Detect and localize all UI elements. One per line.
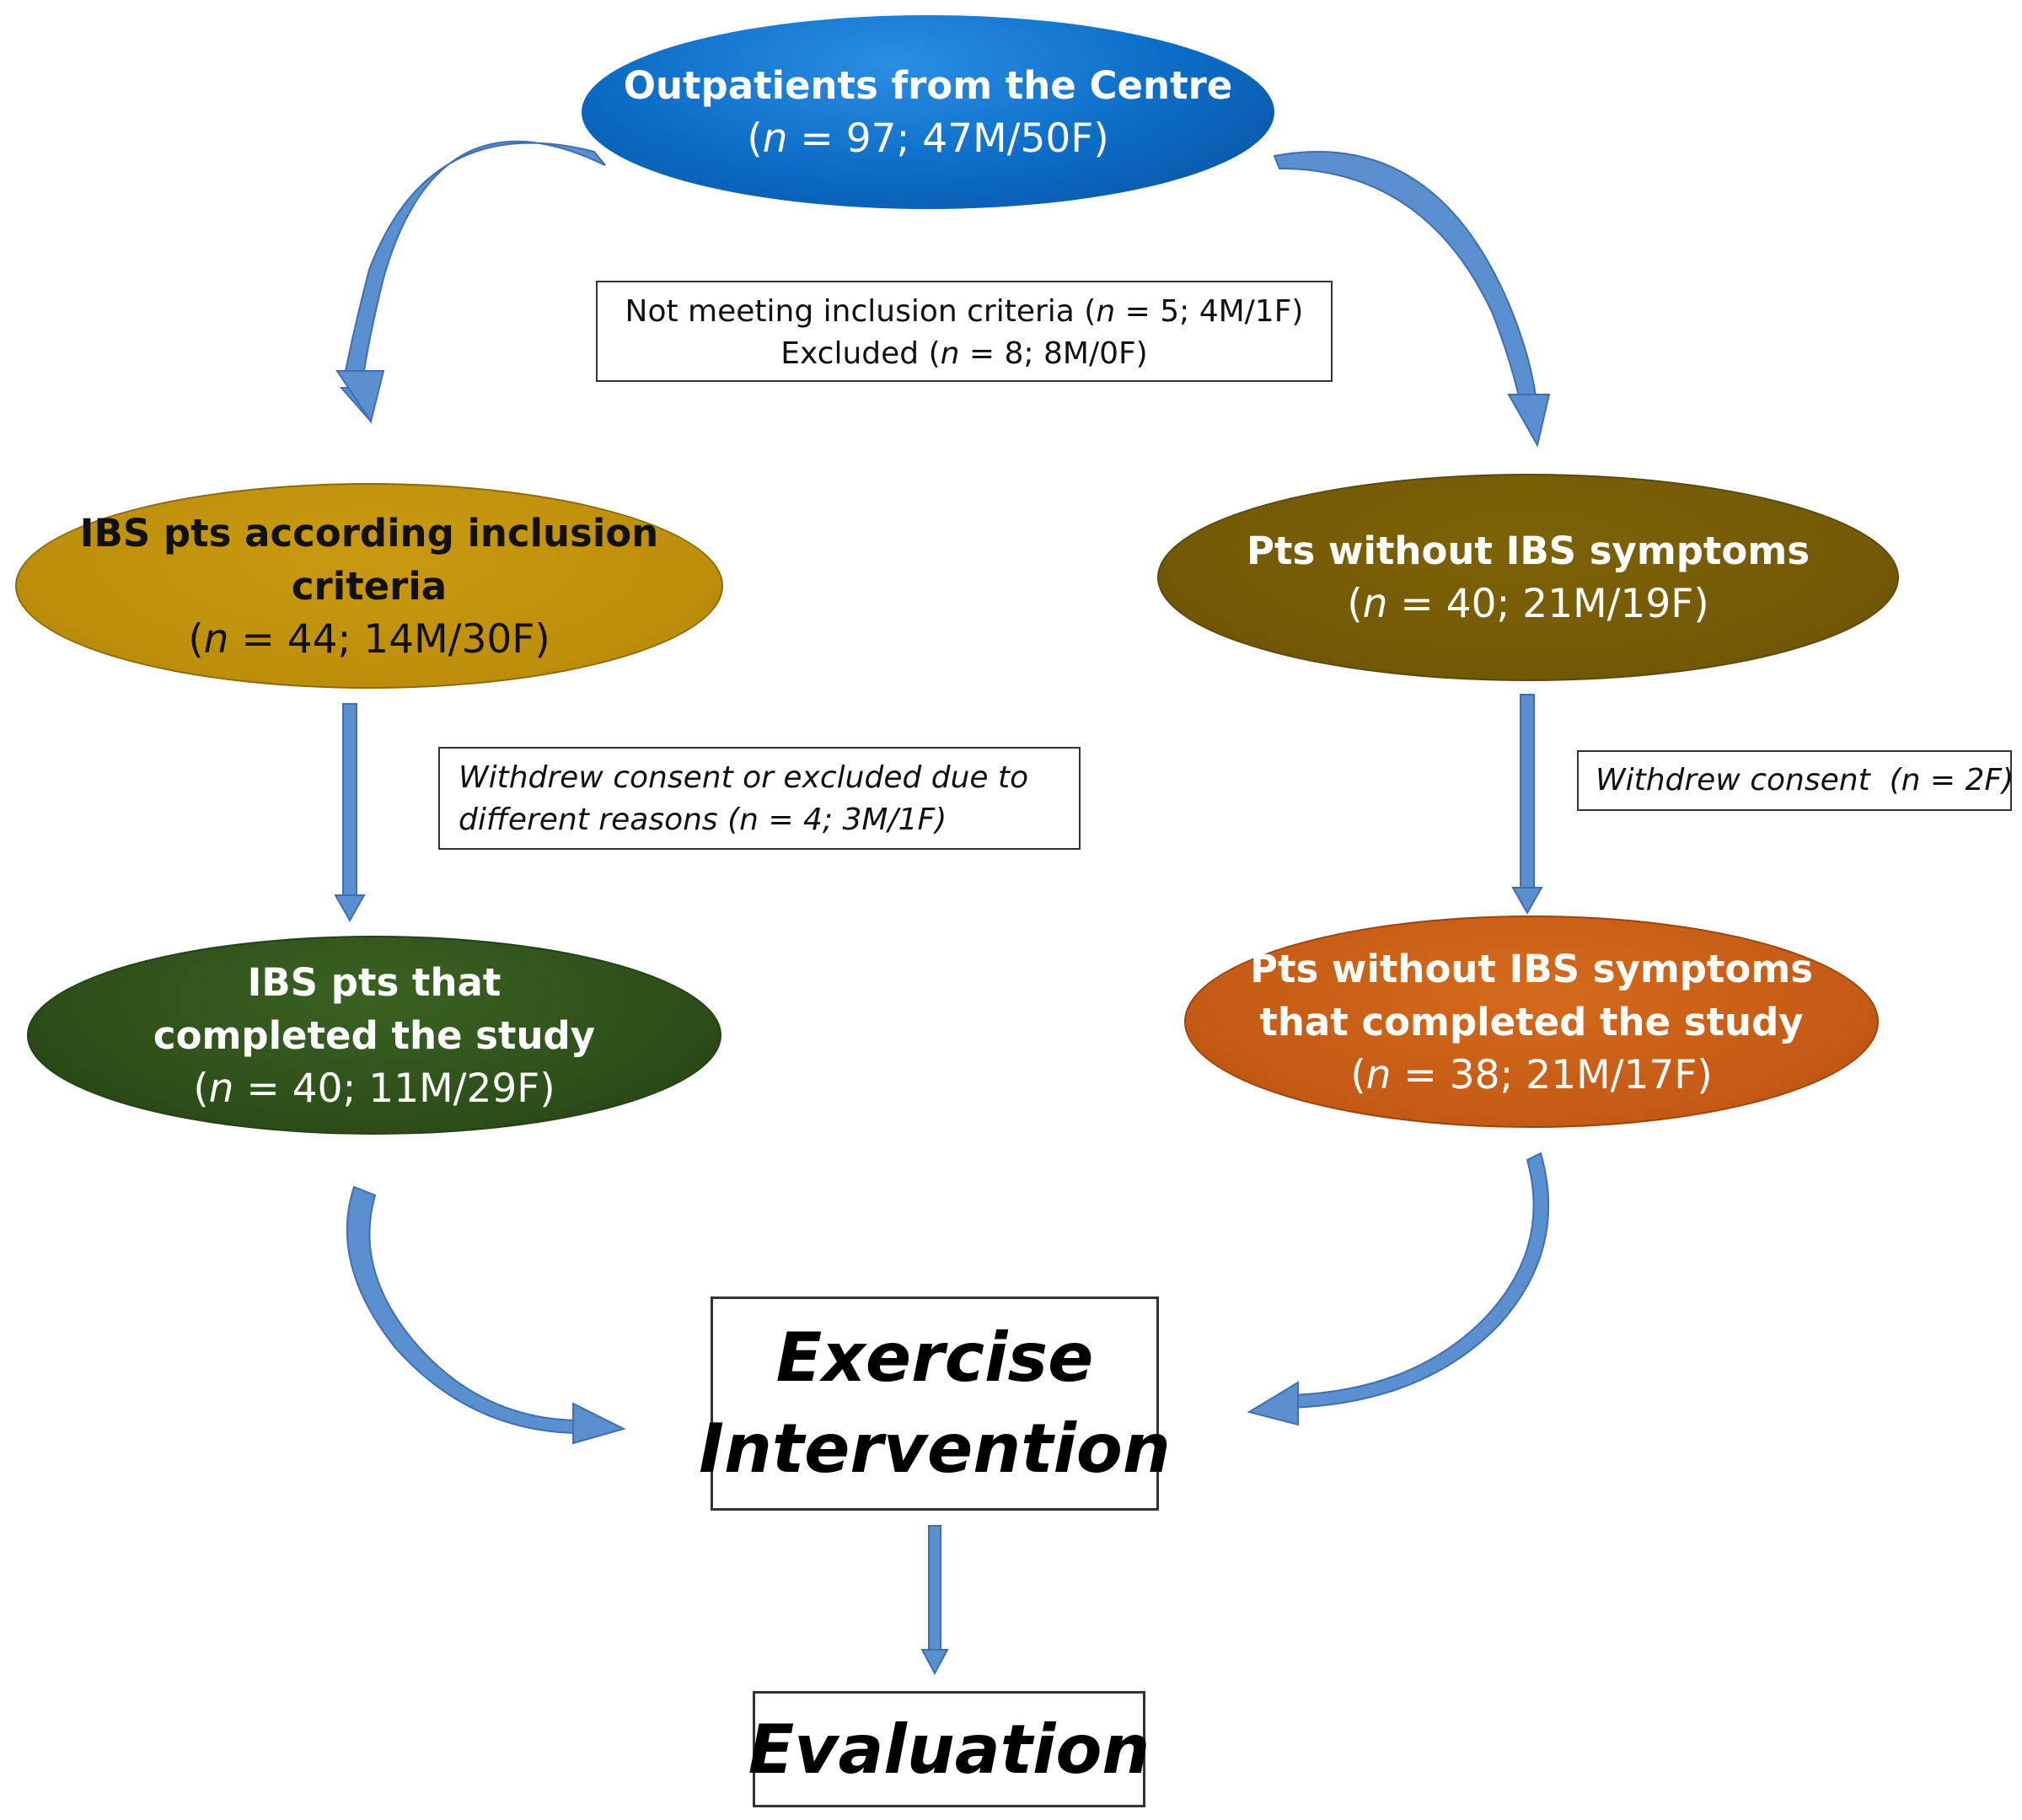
node-title: Outpatients from the Centre [623, 63, 1233, 108]
n-variable: n [208, 1065, 234, 1112]
n-variable: n [940, 336, 960, 371]
node-count: (n = 38; 21M/17F) [1350, 1049, 1712, 1102]
withdrew-box-left: Withdrew consent or excluded due to diff… [438, 747, 1081, 850]
count-value: = 44; 14M/30F) [228, 615, 550, 663]
node-outpatients: Outpatients from the Centre (n = 97; 47M… [582, 15, 1274, 209]
evaluation-box: Evaluation [748, 1691, 1150, 1807]
n-variable: n [1362, 581, 1388, 627]
exclusion-line-1: Not meeting inclusion criteria (n = 5; 4… [598, 291, 1331, 333]
node-title: Pts without IBS symptoms [1246, 529, 1810, 573]
count-value: = 40; 21M/19F) [1387, 581, 1709, 627]
count-value: = 97; 47M/50F) [787, 115, 1109, 162]
exclusion-line-2: Excluded (n = 8; 8M/0F) [598, 333, 1331, 375]
node-count: (n = 97; 47M/50F) [747, 112, 1108, 165]
node-no-ibs: Pts without IBS symptoms (n = 40; 21M/19… [1157, 474, 1899, 681]
exercise-intervention-box: Exercise Intervention [699, 1297, 1171, 1511]
withdrew-right-text: Withdrew consent (n = 2F) [1596, 763, 2014, 797]
node-count: (n = 40; 11M/29F) [193, 1062, 555, 1115]
count-value: = 40; 11M/29F) [233, 1065, 555, 1112]
node-count: (n = 44; 14M/30F) [188, 613, 550, 666]
paren-open: ( [188, 615, 204, 663]
node-title-line1: Pts without IBS symptoms [1249, 946, 1814, 991]
node-title-line2: that completed the study [1259, 999, 1804, 1044]
curved-arrow-ibs-completed-to-exercise [346, 1185, 626, 1445]
down-arrow-ibs-to-completed [334, 703, 366, 923]
n-variable: n [762, 115, 788, 162]
n-variable: n [203, 615, 229, 663]
paren-open: ( [747, 115, 763, 162]
curved-arrow-outpatients-to-no-ibs [1273, 151, 1551, 448]
node-title-line1: IBS pts that [247, 959, 501, 1005]
paren-open: ( [1350, 1051, 1366, 1098]
exercise-line-2: Intervention [699, 1409, 1171, 1488]
text-part: Not meeting inclusion criteria ( [625, 294, 1097, 329]
withdrew-left-line-2: different reasons (n = 4; 3M/1F) [459, 803, 947, 837]
text-part: = 8; 8M/0F) [959, 336, 1148, 371]
node-title-line2: completed the study [153, 1012, 596, 1058]
exclusion-box: Not meeting inclusion criteria (n = 5; 4… [596, 281, 1333, 382]
text-part: = 5; 4M/1F) [1115, 294, 1304, 329]
node-title: IBS pts according inclusion criteria [79, 510, 659, 609]
withdrew-left-line-1: Withdrew consent or excluded due to [459, 760, 1029, 795]
down-arrow-no-ibs-to-completed [1511, 694, 1543, 915]
curved-arrow-outpatients-to-ibs [335, 140, 606, 424]
paren-open: ( [193, 1065, 209, 1112]
node-ibs-included: IBS pts according inclusion criteria (n … [15, 483, 723, 689]
evaluation-text: Evaluation [748, 1710, 1150, 1789]
node-no-ibs-completed: Pts without IBS symptoms that completed … [1184, 915, 1879, 1128]
withdrew-box-right: Withdrew consent (n = 2F) [1577, 750, 2014, 811]
count-value: = 38; 21M/17F) [1391, 1051, 1713, 1098]
curved-arrow-no-ibs-completed-to-exercise [1247, 1152, 1550, 1426]
node-count: (n = 40; 21M/19F) [1347, 577, 1708, 631]
n-variable: n [1096, 294, 1116, 329]
exercise-line-1: Exercise [775, 1318, 1094, 1397]
text-part: Excluded ( [780, 336, 941, 371]
n-variable: n [1365, 1051, 1392, 1098]
down-arrow-exercise-to-evaluation [920, 1525, 949, 1676]
node-ibs-completed: IBS pts that completed the study (n = 40… [27, 936, 721, 1135]
paren-open: ( [1347, 581, 1363, 627]
